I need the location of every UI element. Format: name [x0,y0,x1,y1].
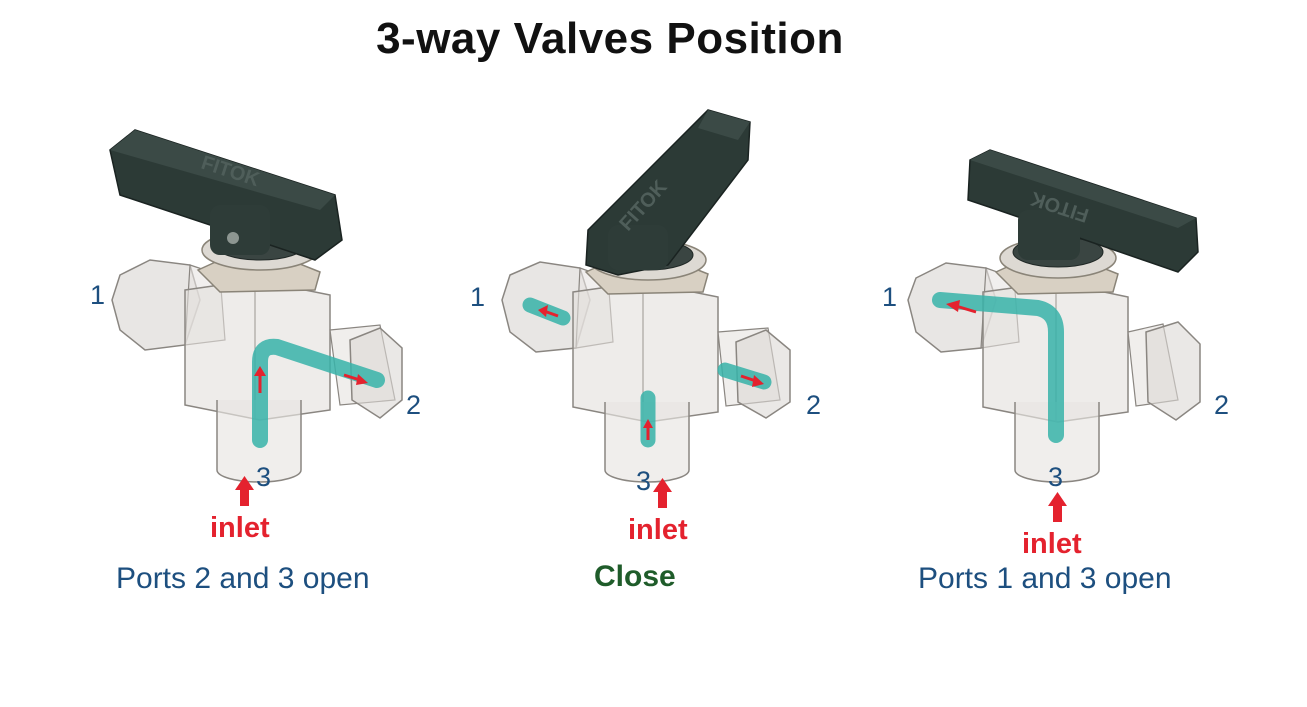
valve-ports-1-3-open: 1 2 3 inlet Ports 1 and 3 open [878,100,1278,600]
flow-arrow-port-2 [740,374,764,387]
valve-caption: Ports 1 and 3 open [918,562,1172,595]
valve-ports-2-3-open: 1 2 3 inlet Ports 2 and 3 open [80,100,480,600]
flow-arrow-port-1 [538,305,559,318]
valve-illustration [109,129,403,506]
valve-caption: Close [594,560,676,593]
port-2-fitting [1127,321,1201,421]
flow-path [252,338,385,448]
port-3-label: 3 [636,466,652,496]
valve-closed: 1 2 3 inlet Close [468,100,868,600]
port-3-label: 3 [256,462,272,492]
inlet-label: inlet [210,512,270,544]
valve-handle [585,109,751,276]
flow-path [932,292,1064,443]
port-3-label: 3 [1048,462,1064,492]
valve-illustration [907,149,1201,522]
inlet-label: inlet [628,514,688,546]
flow-arrow-port-3 [643,419,653,440]
valve-illustration [501,109,791,508]
flow-arrow-up [254,366,266,393]
port-1-label: 1 [470,282,486,312]
valve-handle [967,149,1199,273]
port-2-label: 2 [806,390,822,420]
port-1-label: 1 [882,282,898,312]
inlet-arrow [235,476,254,506]
port-2-label: 2 [406,390,422,420]
valve-handle [109,129,343,261]
port-2-label: 2 [1214,390,1230,420]
inlet-arrow [1048,492,1067,522]
inlet-arrow [653,478,672,508]
valve-body [572,281,719,423]
inlet-label: inlet [1022,528,1082,560]
flow-arrow-left [946,300,977,314]
flow-arrow-right [343,373,368,385]
valve-caption: Ports 2 and 3 open [116,562,370,595]
port-1-label: 1 [90,280,106,310]
page-title: 3-way Valves Position [376,14,844,63]
